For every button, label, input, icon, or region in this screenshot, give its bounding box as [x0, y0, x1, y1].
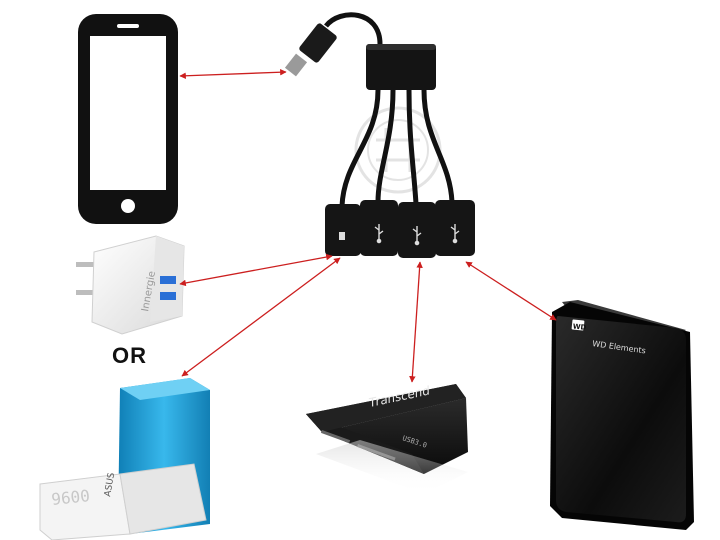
smartphone	[78, 14, 178, 224]
charger-prong	[76, 290, 94, 295]
card-reader-reflection	[316, 440, 468, 494]
power-bank: 9600 ASUS	[39, 378, 210, 540]
card-slot	[320, 429, 351, 444]
otg-hub-cable	[284, 12, 475, 258]
wd-logo-text: WD	[572, 322, 586, 331]
arrow-usb-to-cardreader	[409, 261, 423, 383]
charger-prong	[76, 262, 94, 267]
powerbank-brand-label: ASUS	[103, 472, 117, 498]
arrow-powerbank-to-power-port	[181, 257, 341, 377]
hub-port-power	[325, 204, 361, 256]
arrow-usb-to-harddrive	[465, 261, 557, 321]
power-port-icon	[339, 232, 345, 240]
arrow-charger-to-power-port	[179, 253, 333, 287]
hub-body	[366, 44, 436, 90]
usb-icon	[412, 226, 422, 246]
wd-logo	[571, 319, 585, 331]
usb-icon	[374, 224, 384, 244]
connection-arrows	[179, 68, 557, 383]
home-button-icon	[121, 199, 135, 213]
powerbank-capacity-label: 9600	[50, 486, 90, 509]
arrow-phone-to-microusb	[179, 68, 287, 80]
phone-screen	[90, 36, 166, 190]
micro-usb-plug	[299, 23, 337, 63]
wall-charger: Innergie	[76, 235, 185, 335]
or-label: OR	[112, 343, 147, 368]
charger-usb-port	[160, 292, 176, 300]
external-hard-drive: WD WD Elements	[550, 300, 694, 530]
micro-usb-tip	[284, 53, 308, 77]
charger-usb-port	[160, 276, 176, 284]
card-reader: Transcend USB3.0	[306, 383, 468, 494]
usb-icon	[450, 224, 460, 244]
phone-speaker	[117, 24, 139, 28]
